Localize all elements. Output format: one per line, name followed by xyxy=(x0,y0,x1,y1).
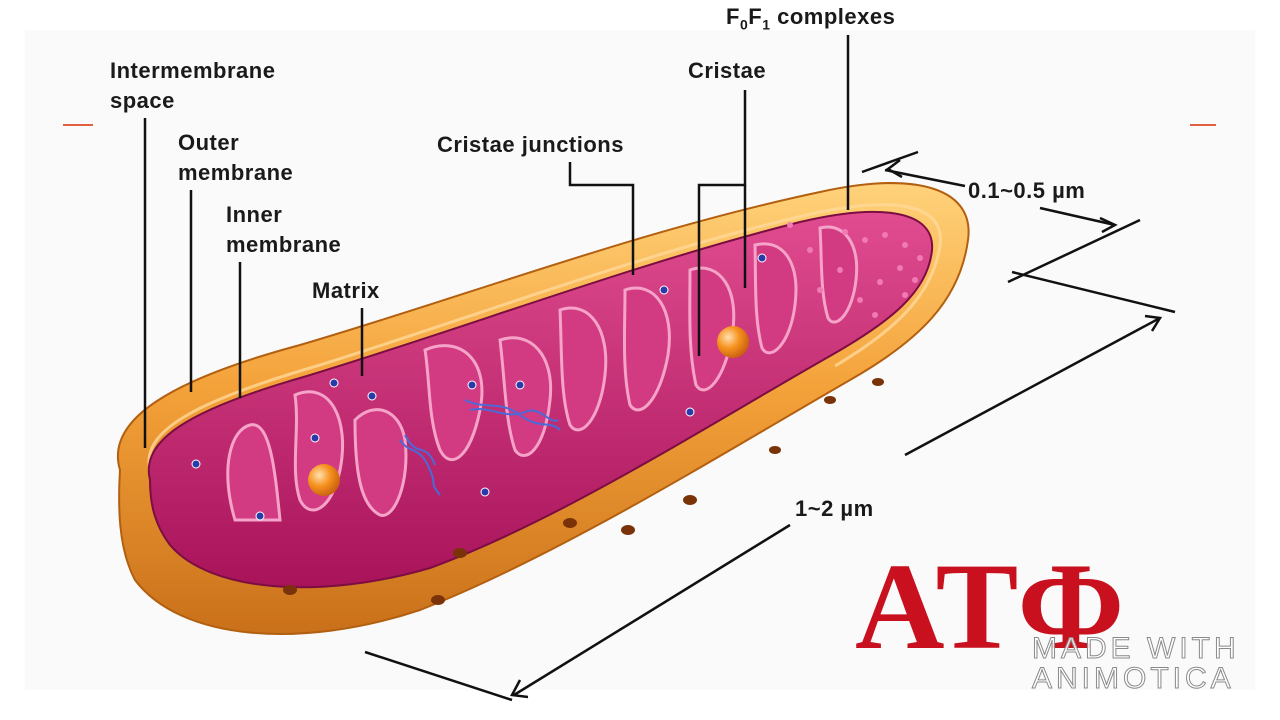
cristae-folds xyxy=(226,225,859,522)
dimension-width xyxy=(861,150,1141,284)
granule-right xyxy=(717,326,749,358)
label-outer-line1: Outer xyxy=(178,130,240,155)
f0f1-particles xyxy=(787,222,923,318)
mtdna-strands xyxy=(399,399,561,496)
label-inner-line1: Inner xyxy=(226,202,283,227)
label-intermembrane-line2: space xyxy=(110,88,175,113)
atf-overlay-text: АТФ xyxy=(855,538,1127,675)
f0f1-complexes-word: complexes xyxy=(770,4,896,29)
f0f1-f-first: F xyxy=(726,4,740,29)
outer-membrane-pores xyxy=(283,378,884,605)
label-cristae: Cristae xyxy=(688,58,767,83)
accent-rule-left xyxy=(63,124,93,126)
label-f0f1-complexes: F0F1 complexes xyxy=(726,2,895,39)
label-outer-line2: membrane xyxy=(178,160,294,185)
dimension-length xyxy=(364,270,1176,702)
f0f1-sub-one: 1 xyxy=(762,16,771,33)
label-intermembrane-line1: Intermembrane xyxy=(110,58,276,83)
f0f1-f-second: F xyxy=(748,4,763,29)
label-width-dimension: 0.1~0.5 µm xyxy=(968,178,1086,203)
watermark-line1: MADE WITH xyxy=(1032,632,1240,665)
label-inner-line2: membrane xyxy=(226,232,342,257)
leader-lines xyxy=(143,35,850,448)
label-matrix: Matrix xyxy=(312,278,380,303)
granule-left xyxy=(308,464,340,496)
accent-rule-right xyxy=(1190,124,1216,126)
matrix-granules xyxy=(191,253,767,521)
label-cristae-junctions: Cristae junctions xyxy=(437,132,624,157)
f0f1-sub-zero: 0 xyxy=(739,16,749,33)
label-length-dimension: 1~2 µm xyxy=(795,496,874,521)
watermark-line2: ANIMOTICA xyxy=(1032,662,1235,695)
